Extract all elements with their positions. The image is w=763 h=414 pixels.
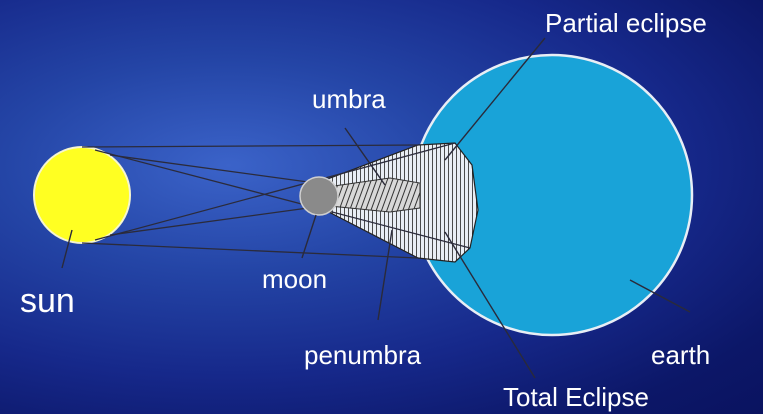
partial-eclipse-label: Partial eclipse — [545, 10, 707, 36]
total-eclipse-label: Total Eclipse — [503, 384, 649, 410]
umbra-label: umbra — [312, 86, 386, 112]
sun-label: sun — [20, 284, 75, 318]
moon-body — [300, 177, 338, 215]
earth-label: earth — [651, 342, 710, 368]
moon-label: moon — [262, 266, 327, 292]
penumbra-label: penumbra — [304, 342, 421, 368]
sun-body — [34, 147, 130, 243]
